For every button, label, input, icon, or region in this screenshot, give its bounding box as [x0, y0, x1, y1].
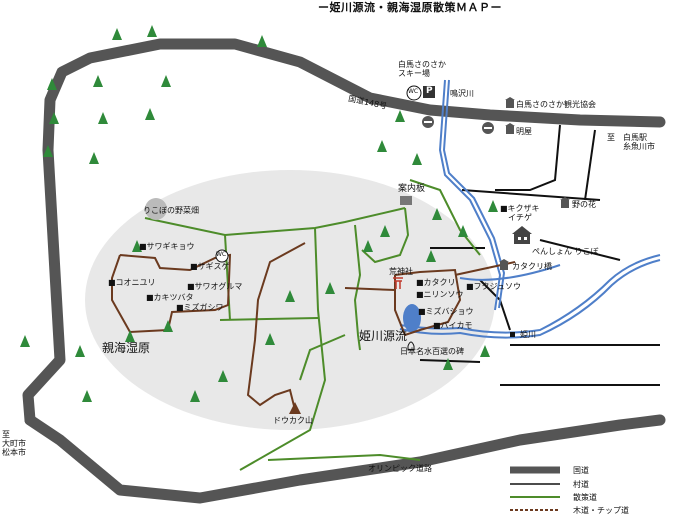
parking-label: P: [426, 86, 433, 96]
olympic-road-label: オリンピック道路: [368, 464, 432, 473]
rivers: [399, 79, 661, 339]
building-icon: [499, 97, 570, 270]
flower-mizubashou: ■ミズバショウ: [418, 307, 474, 316]
flower-katakuri: ■カタクリ: [416, 278, 456, 287]
flower-koonirri: ■コオニユリ: [108, 278, 156, 287]
legend-row-trail: 散策道: [508, 492, 678, 506]
dokaku-mountain-marker: [289, 402, 301, 414]
flower-mizugashiwa: ■ミズガシワ: [176, 303, 224, 312]
tourism-assoc-label: 白馬さのさか観光協会: [516, 100, 596, 109]
legend-swatches: [510, 466, 560, 511]
village-roads: [419, 124, 660, 386]
legend-row-path: 木道・チップ道: [508, 505, 678, 515]
akariya-label: 明屋: [516, 127, 532, 136]
shrine-label: 荒神社: [389, 267, 413, 276]
pension-label: ぺんしょん りこぼ: [532, 247, 599, 256]
narusawa-river-label: 鳴沢川: [450, 89, 474, 98]
legend-label: 国道: [573, 466, 589, 475]
map-title: ー姫川源流・親海湿原散策ＭＡＰー: [318, 1, 502, 14]
no-entry-icon: [422, 116, 494, 134]
to-hakuba-label: 至 白馬駅 糸魚川市: [607, 133, 655, 152]
pension-house-icon: [512, 226, 532, 244]
himekawa-source-label: 姫川源流: [359, 329, 408, 343]
flower-sawaogurama: ■サワオグルマ: [187, 282, 243, 291]
vegetable-field-label: りこぼの野菜畑: [143, 206, 199, 215]
himekawa-river-label: 姫川: [520, 330, 536, 339]
wc-label: WC: [408, 88, 419, 95]
trails: [144, 179, 481, 471]
national-road: [22, 38, 666, 426]
national-road-south: [24, 414, 666, 504]
tree-icons: [20, 25, 498, 402]
monument-icon: [407, 341, 415, 351]
flower-nirinsou: ■ニリンソウ: [416, 290, 464, 299]
map-board-label: 案内板: [398, 184, 426, 194]
legend-row-village: 村道: [508, 479, 678, 493]
oyami-marsh-label: 親海湿原: [102, 341, 151, 355]
legend-label: 木道・チップ道: [573, 506, 629, 515]
flower-fukujusou: ■フクジュソウ: [466, 282, 521, 291]
nohana-label: 野の花: [572, 200, 596, 209]
flower-kakitsubata: ■カキツバタ: [146, 293, 194, 302]
flower-sagisuge: ■サギスゲ: [190, 262, 230, 271]
pond: [403, 304, 421, 332]
flower-baikamo: ■バイカモ: [433, 321, 473, 330]
shrine-icon: [393, 277, 403, 289]
legend-label: 村道: [573, 480, 589, 489]
katakuri-bridge-label: カタクリ橋: [512, 262, 552, 271]
legend-row-road: 国道: [508, 465, 678, 479]
ski-area-label: 白馬さのさか スキー場: [398, 60, 446, 79]
bridge-marker: [510, 332, 515, 337]
kikuzaki-label: ■キクザキ イチゲ: [500, 204, 540, 223]
parking-icon: [423, 86, 435, 98]
to-omachi-label: 至 大町市 松本市: [2, 430, 26, 458]
legend-label: 散策道: [573, 493, 597, 502]
flower-sawagikyou: ■サワギキョウ: [139, 242, 195, 251]
map-board-icon: [400, 196, 412, 205]
wc-label-marsh: WC: [216, 251, 227, 258]
vegetable-field-marker: [145, 198, 167, 220]
wc-icon: [215, 85, 422, 263]
meisui-monument-label: 日本名水百選の碑: [400, 347, 464, 356]
dokaku-mountain-label: ドウカク山: [273, 416, 313, 425]
